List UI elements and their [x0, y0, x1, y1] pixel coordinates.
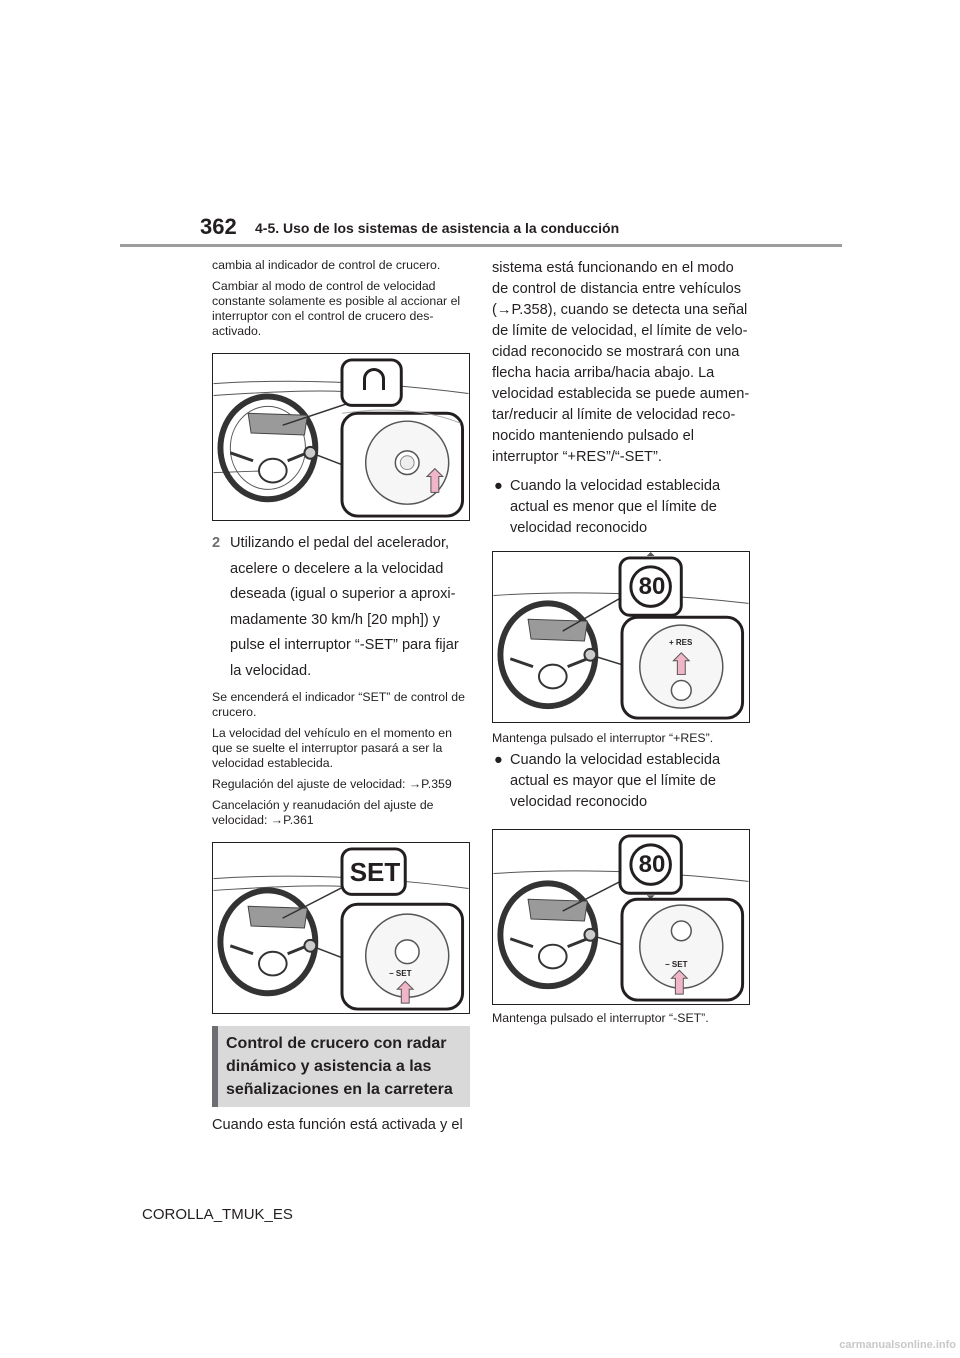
speed-limit-sign: 80 — [638, 573, 666, 600]
right-column: sistema está funcionando en el modo de c… — [492, 258, 750, 1026]
section-heading-box: Control de crucero con radar dinámico y … — [212, 1026, 470, 1107]
paragraph-mode-change: Cambiar al modo de control de velocidad … — [212, 279, 461, 338]
steering-wheel-res-illustration — [493, 552, 749, 720]
speedometer-cruise-icon — [363, 368, 385, 390]
paragraph-indicator: cambia al indicador de control de crucer… — [212, 258, 441, 272]
set-button-label: − SET — [389, 969, 412, 978]
paragraph-regulation-ref: Regulación del ajuste de velocidad: →P.3… — [212, 777, 452, 791]
paragraph-cancel-ref: Cancelación y reanudación del ajuste de … — [212, 798, 434, 827]
figure-res-switch: 80 + RES — [492, 551, 750, 723]
paragraph-set-indicator: Se encenderá el indicador “SET” de contr… — [212, 690, 465, 719]
set-badge: SET — [349, 857, 401, 887]
step-2: 2 Utilizando el pedal del acelerador, ac… — [212, 531, 470, 684]
step-number: 2 — [212, 535, 221, 551]
header-rule — [120, 244, 842, 247]
steering-wheel-set-limit-illustration — [493, 834, 749, 1002]
caption-set: Mantenga pulsado el interruptor “-SET”. — [492, 1011, 709, 1025]
set-button-label: − SET — [665, 960, 688, 969]
bullet-lower-speed: ● Cuando la velocidad establecida actual… — [492, 476, 750, 539]
steering-wheel-set-illustration — [213, 847, 469, 1011]
watermark: carmanualsonline.info — [839, 1339, 956, 1351]
figure-set-switch: SET − SET — [212, 842, 470, 1014]
paragraph-function-active: Cuando esta función está activada y el — [212, 1117, 463, 1133]
bullet-icon: ● — [494, 478, 503, 494]
footer-model-code: COROLLA_TMUK_ES — [142, 1206, 293, 1223]
step-text: Utilizando el pedal del acelerador, acel… — [230, 535, 459, 679]
speed-limit-sign: 80 — [638, 851, 666, 878]
left-column: cambia al indicador de control de crucer… — [212, 258, 470, 1136]
res-button-label: + RES — [669, 638, 693, 647]
section-title: 4-5. Uso de los sistemas de asistencia a… — [255, 220, 620, 236]
paragraph-speed-set: La velocidad del vehículo en el momento … — [212, 726, 452, 770]
figure-set-switch-limit: 80 − SET — [492, 829, 750, 1005]
page-number: 362 — [200, 214, 237, 239]
figure-cruise-switch — [212, 353, 470, 521]
bullet-icon: ● — [494, 752, 503, 768]
bullet-text: Cuando la velocidad establecida actual e… — [510, 478, 721, 536]
caption-res: Mantenga pulsado el interruptor “+RES”. — [492, 731, 714, 745]
steering-wheel-illustration — [213, 358, 469, 518]
bullet-text: Cuando la velocidad establecida actual e… — [510, 752, 721, 810]
bullet-higher-speed: ● Cuando la velocidad establecida actual… — [492, 750, 750, 813]
paragraph-speed-limit: sistema está funcionando en el modo de c… — [492, 260, 750, 465]
